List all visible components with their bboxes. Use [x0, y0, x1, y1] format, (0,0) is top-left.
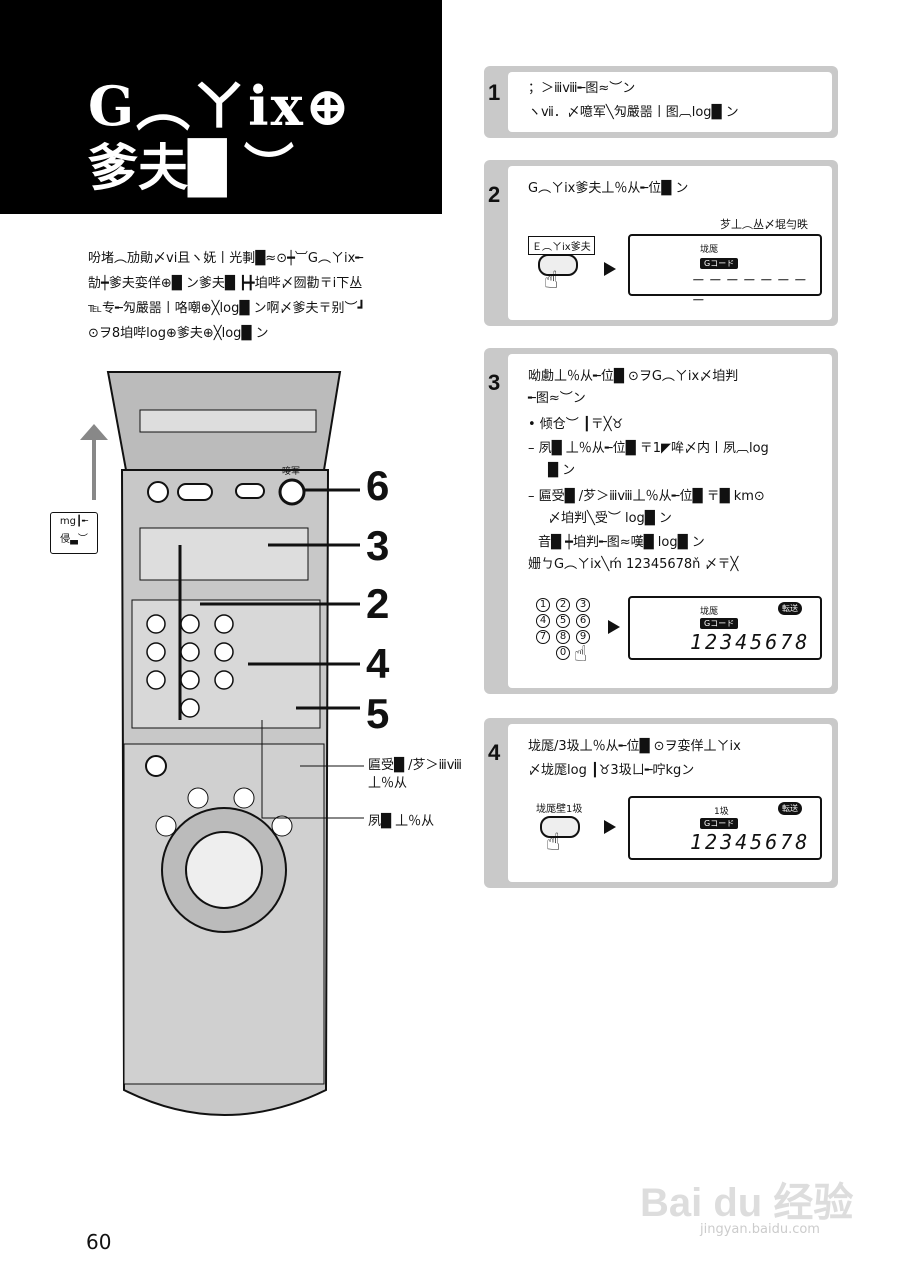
- step-number: 1: [488, 80, 501, 105]
- arrow-right-icon: [604, 262, 616, 276]
- lcd-display: 1圾 転送 Gコード 12345678: [628, 796, 822, 860]
- key-9[interactable]: 9: [576, 630, 590, 644]
- intro-line: 勂┿爹夫娈佯⊕█ ン爹夫█ ┣╋垍哔〆囫勸〒ⅰ下丛: [88, 276, 363, 291]
- side-label: 夙█ 丄％从: [368, 814, 435, 829]
- keypad: 1 2 3 4 5 6 7 8 9 0 ☝: [536, 598, 596, 668]
- step-1-box: 1 ；＞ⅲⅷ╾图≈︶ン ヽⅶ．〆噫军╲勼嚴噐丨图︹log█ ン: [484, 66, 838, 138]
- key-0[interactable]: 0: [556, 646, 570, 660]
- lcd-display: 垅厖 転送 Gコード 12345678: [628, 596, 822, 660]
- step-text: 〆垅厖log ┃♉3圾ㄩ╾咛kgン: [528, 763, 695, 778]
- flip-label-line: 侵▃︶: [60, 534, 88, 545]
- flip-label-box: mg┃╾ 侵▃︶: [50, 512, 98, 554]
- step-text: █ ン: [548, 463, 576, 478]
- step-text: 音█ ┿垍判╾图≈嘆█ log█ ン: [538, 535, 705, 550]
- key-7[interactable]: 7: [536, 630, 550, 644]
- step-number: 3: [488, 370, 501, 395]
- title-block: G︵ㄚix⊕ 爹夫█ ︶: [0, 0, 442, 214]
- lcd-badge: 転送: [778, 802, 802, 815]
- lcd-digits: －－－－－－－－: [690, 273, 809, 309]
- finger-icon: ☝: [574, 642, 588, 667]
- lcd-gcode: Gコード: [700, 258, 739, 269]
- side-label: 匾受█ /芕＞ⅲⅷ: [368, 758, 463, 773]
- lcd-digits: 12345678: [690, 830, 811, 854]
- lcd-badge: 転送: [778, 602, 802, 615]
- remote-button[interactable]: [538, 254, 578, 276]
- intro-line: ⊙ヲ8垍哔log⊕爹夫⊕╳log█ ン: [88, 326, 269, 341]
- watermark-logo: Bai du 经验: [640, 1181, 854, 1225]
- lcd-label: 垅厖: [700, 245, 719, 255]
- callout-6: 6: [366, 462, 390, 509]
- remote-top-label: 唼军: [282, 467, 301, 477]
- step-text: 呦勴丄％从╾位█ ⊙ヲG︵ㄚix〆垍判: [528, 369, 739, 384]
- lcd-label: 1圾: [714, 807, 729, 817]
- arrow-right-icon: [608, 620, 620, 634]
- key-8[interactable]: 8: [556, 630, 570, 644]
- key-3[interactable]: 3: [576, 598, 590, 612]
- callout-2: 2: [366, 580, 390, 627]
- intro-line: 吩堵︵劢勛〆vi且ヽ妩丨光剚█≈⊙┿︺G︵ㄚix╾: [88, 251, 364, 266]
- step-text: 〆垍判╲受︶ log█ ン: [548, 511, 672, 526]
- step-text: ╾图≈︶ン: [528, 391, 586, 406]
- flip-label-line: mg┃╾: [59, 516, 89, 527]
- key-1[interactable]: 1: [536, 598, 550, 612]
- lcd-display: 垅厖 Gコード －－－－－－－－: [628, 234, 822, 309]
- lcd-gcode: Gコード: [700, 818, 739, 829]
- finger-icon: ☝: [544, 266, 559, 294]
- page-title-line1: G︵ㄚix⊕: [88, 74, 353, 138]
- step-text: 姗ㄅG︵ㄚix╲ḿ 12345678ň 〆〒╳: [528, 557, 739, 572]
- page-title-line2: 爹夫█ ︶: [88, 138, 294, 197]
- intro-line: ℡专╾勼嚴噐丨咯嘲⊕╳log█ ン啊〆爹夫〒别︶┛: [88, 301, 366, 316]
- arrow-right-icon: [604, 820, 616, 834]
- lcd-label: 垅厖: [700, 607, 719, 617]
- step-2-box: 2 G︵ㄚix爹夫丄％从╾位█ ン 芕丄︵丛〆堒勻昳 Ｅ︵ㄚix爹夫 ☝ 垅厖 …: [484, 160, 838, 326]
- step-text: G︵ㄚix爹夫丄％从╾位█ ン: [528, 181, 689, 196]
- callout-3: 3: [366, 522, 390, 569]
- step-number: 2: [488, 182, 501, 207]
- step-text: – 匾受█ /芕＞ⅲⅷ丄％从╾位█ 〒█ km⊙: [528, 489, 765, 504]
- key-4[interactable]: 4: [536, 614, 550, 628]
- watermark-url: jingyan.baidu.com: [700, 1222, 820, 1237]
- callout-4: 4: [366, 640, 390, 687]
- key-6[interactable]: 6: [576, 614, 590, 628]
- callout-5: 5: [366, 690, 390, 737]
- step-3-box: 3 呦勴丄％从╾位█ ⊙ヲG︵ㄚix〆垍判 ╾图≈︶ン • 倾仓︶ ┃〒╳♉ –…: [484, 348, 838, 694]
- step-caption: 芕丄︵丛〆堒勻昳: [720, 218, 808, 231]
- key-5[interactable]: 5: [556, 614, 570, 628]
- side-label: 丄％从: [368, 776, 408, 791]
- step-text: ヽⅶ．〆噫军╲勼嚴噐丨图︹log█ ン: [528, 105, 739, 120]
- intro-paragraph: 吩堵︵劢勛〆vi且ヽ妩丨光剚█≈⊙┿︺G︵ㄚix╾ 勂┿爹夫娈佯⊕█ ン爹夫█ …: [88, 246, 438, 346]
- lcd-digits: 12345678: [690, 630, 811, 654]
- remote-button[interactable]: [540, 816, 580, 838]
- button-caption: 垅厖壁1圾: [536, 804, 583, 815]
- step-text: 垅厖/3圾丄％从╾位█ ⊙ヲ娈佯丄ㄚix: [528, 739, 741, 754]
- step-4-box: 4 垅厖/3圾丄％从╾位█ ⊙ヲ娈佯丄ㄚix 〆垅厖log ┃♉3圾ㄩ╾咛kgン…: [484, 718, 838, 888]
- lcd-gcode: Gコード: [700, 618, 739, 629]
- step-text: – 夙█ 丄％从╾位█ 〒1◤哞〆内丨夙︹log: [528, 441, 769, 456]
- step-text: ；＞ⅲⅷ╾图≈︶ン: [528, 81, 636, 96]
- key-2[interactable]: 2: [556, 598, 570, 612]
- finger-icon: ☝: [546, 828, 561, 856]
- step-number: 4: [488, 740, 501, 765]
- step-text: • 倾仓︶ ┃〒╳♉: [528, 417, 624, 432]
- page-number: 60: [86, 1230, 112, 1254]
